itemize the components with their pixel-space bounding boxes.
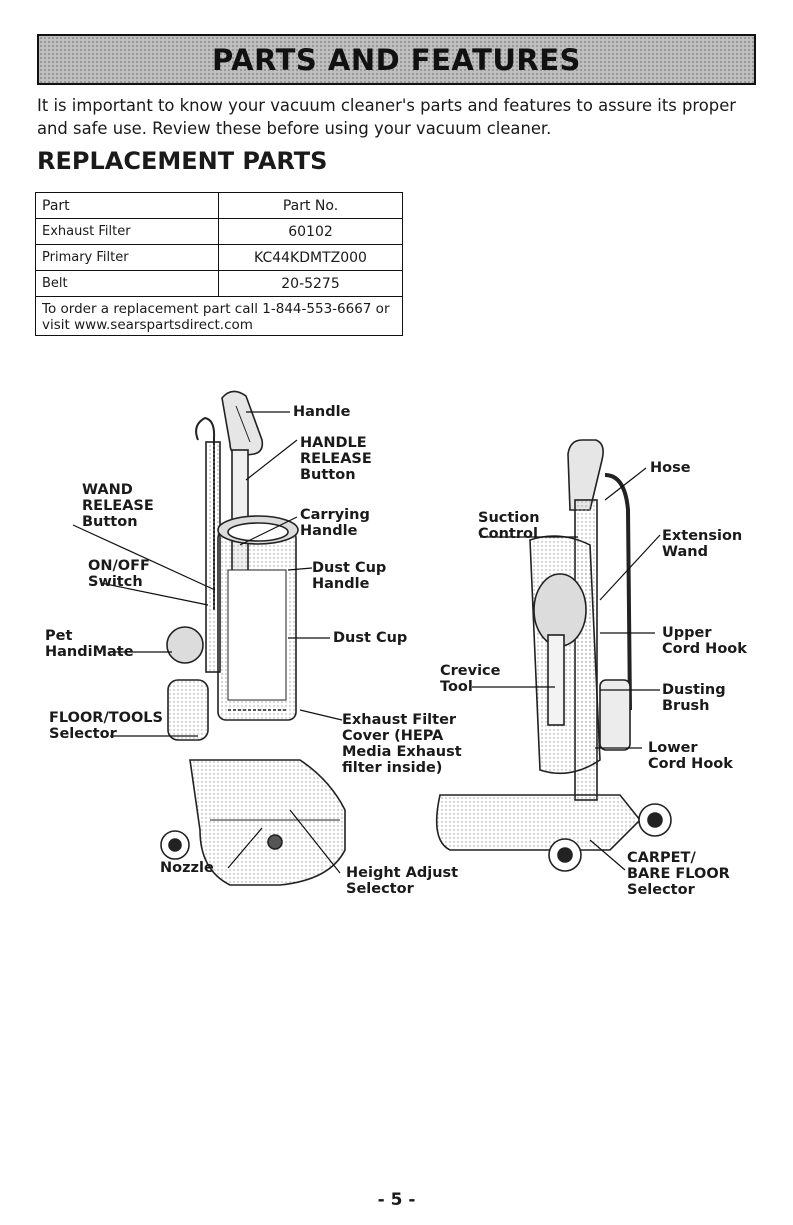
label-carrying-handle: Carrying Handle <box>300 507 370 539</box>
label-handle-release: HANDLE RELEASE Button <box>300 435 372 483</box>
order-note: To order a replacement part call 1-844-5… <box>35 296 403 336</box>
label-dust-cup-handle: Dust Cup Handle <box>312 560 387 592</box>
label-pet-handimate: Pet HandiMate <box>45 628 134 660</box>
vacuum-illustration <box>72 390 672 886</box>
table-row: Exhaust Filter 60102 <box>35 218 403 245</box>
label-dusting-brush: Dusting Brush <box>662 682 726 714</box>
page-number: - 5 - <box>377 1190 416 1210</box>
replacement-parts-table: Part Part No. Exhaust Filter 60102 Prima… <box>35 192 403 336</box>
part-number: 60102 <box>218 218 403 245</box>
label-upper-cord-hook: Upper Cord Hook <box>662 625 747 657</box>
label-lower-cord-hook: Lower Cord Hook <box>648 740 733 772</box>
label-on-off-switch: ON/OFF Switch <box>88 558 150 590</box>
table-row: Primary Filter KC44KDMTZ000 <box>35 244 403 271</box>
label-wand-release: WAND RELEASE Button <box>82 482 154 530</box>
vacuum-rear-view <box>435 439 672 872</box>
part-number: KC44KDMTZ000 <box>218 244 403 271</box>
label-suction-control: Suction Control <box>478 510 540 542</box>
column-header-part-no: Part No. <box>218 192 403 219</box>
table-row: Belt 20-5275 <box>35 270 403 297</box>
replacement-parts-title: REPLACEMENT PARTS <box>37 147 328 175</box>
table-note-row: To order a replacement part call 1-844-5… <box>35 296 403 336</box>
part-name: Belt <box>35 270 219 297</box>
part-number: 20-5275 <box>218 270 403 297</box>
part-name: Exhaust Filter <box>35 218 219 245</box>
label-nozzle: Nozzle <box>160 860 214 876</box>
vacuum-diagram: Handle HANDLE RELEASE Button WAND RELEAS… <box>0 380 793 920</box>
label-floor-tools-selector: FLOOR/TOOLS Selector <box>49 710 163 742</box>
label-handle: Handle <box>293 404 351 420</box>
table-header-row: Part Part No. <box>35 192 403 219</box>
label-crevice-tool: Crevice Tool <box>440 663 501 695</box>
part-name: Primary Filter <box>35 244 219 271</box>
label-dust-cup: Dust Cup <box>333 630 408 646</box>
label-carpet-bare-floor: CARPET/ BARE FLOOR Selector <box>627 850 730 898</box>
label-height-adjust: Height Adjust Selector <box>346 865 459 897</box>
page-title: PARTS AND FEATURES <box>212 42 581 77</box>
label-extension-wand: Extension Wand <box>662 528 743 560</box>
label-exhaust-filter: Exhaust Filter Cover (HEPA Media Exhaust… <box>342 712 462 776</box>
header-banner: PARTS AND FEATURES <box>37 34 756 85</box>
intro-paragraph: It is important to know your vacuum clea… <box>37 96 737 138</box>
leader-lines <box>72 411 661 874</box>
column-header-part: Part <box>35 192 219 219</box>
vacuum-front-view <box>160 390 346 886</box>
label-hose: Hose <box>650 460 691 476</box>
